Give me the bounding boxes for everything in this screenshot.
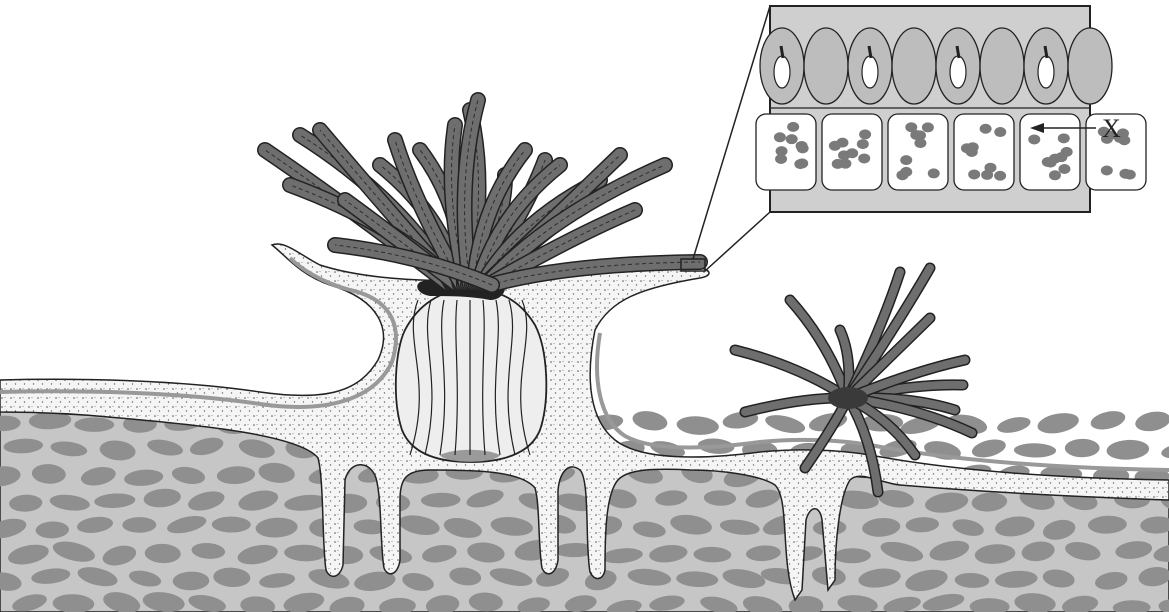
zooxanthella (896, 170, 908, 180)
cnidocil (1045, 46, 1047, 58)
skeleton-blob (970, 436, 1008, 460)
skeleton-blob (1106, 439, 1150, 461)
zooxanthella (994, 171, 1006, 181)
zooxanthella (961, 143, 973, 153)
epidermal-cell (892, 28, 936, 104)
zooxanthella (994, 127, 1006, 137)
zooxanthella (858, 153, 870, 163)
zooxanthella (775, 154, 787, 164)
cnidocil (781, 46, 783, 58)
zooxanthella (1058, 133, 1070, 143)
nematocyst (774, 56, 790, 88)
inset-magnifier (681, 6, 1146, 271)
skeleton-blob (1160, 441, 1169, 461)
zooxanthella (1119, 169, 1131, 179)
cnidocil (869, 46, 871, 58)
nematocyst (862, 56, 878, 88)
zooxanthella (914, 138, 926, 148)
cnidocil (957, 46, 959, 58)
zooxanthella (859, 129, 871, 139)
skeleton-blob (996, 414, 1032, 435)
zooxanthella (838, 150, 850, 160)
nematocyst (1038, 56, 1054, 88)
zooxanthella (787, 122, 799, 132)
skeleton-blob (1065, 439, 1100, 458)
zooxanthella (928, 168, 940, 178)
tentacle-crown (265, 100, 700, 285)
epidermal-cell (980, 28, 1024, 104)
skeleton-blob (631, 408, 669, 433)
zooxanthella (981, 170, 993, 180)
gastric-cavity (396, 288, 546, 462)
skeleton-blob (1036, 410, 1081, 436)
zooxanthella (797, 143, 809, 153)
zooxanthella (900, 155, 912, 165)
zooxanthella (774, 132, 786, 142)
zooxanthella (794, 159, 806, 169)
gastrodermal-cell (888, 114, 948, 190)
zooxanthella (980, 124, 992, 134)
zooxanthella (1055, 152, 1067, 162)
skeleton-blob (74, 417, 114, 431)
skeleton-blob (1089, 408, 1127, 432)
zooxanthella (1028, 134, 1040, 144)
epidermal-cell (804, 28, 848, 104)
nematocyst (950, 56, 966, 88)
skeleton-blob (676, 415, 720, 437)
zooxanthella (1045, 158, 1057, 168)
label-x: X (1102, 114, 1121, 143)
skeleton-blob (1014, 443, 1056, 458)
zooxanthella (786, 134, 798, 144)
zooxanthella (1058, 164, 1070, 174)
zooxanthella (832, 159, 844, 169)
zooxanthella (1049, 170, 1061, 180)
epidermal-cell (1068, 28, 1112, 104)
zooxanthella (1101, 166, 1113, 176)
zooxanthella (922, 122, 934, 132)
zooxanthella (968, 169, 980, 179)
skeleton-blob (1134, 409, 1169, 434)
skeleton-blob (763, 412, 806, 437)
zooxanthella (857, 139, 869, 149)
zooxanthella (829, 141, 841, 151)
small-polyp-mouth (828, 387, 868, 409)
